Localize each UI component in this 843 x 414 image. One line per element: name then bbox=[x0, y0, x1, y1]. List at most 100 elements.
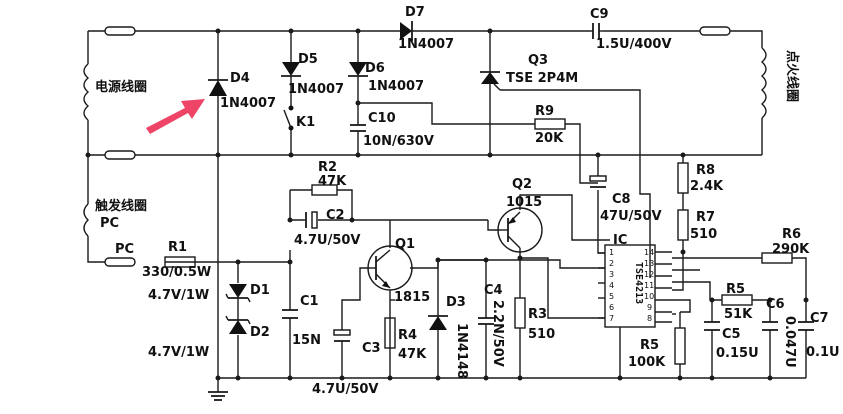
d3-value: 1N4148 bbox=[454, 323, 469, 379]
c9-ref: C9 bbox=[590, 7, 609, 22]
c2-value: 4.7U/50V bbox=[294, 233, 361, 248]
cap-c2 bbox=[304, 211, 318, 229]
resistor-r7 bbox=[677, 209, 689, 241]
zener-d2 bbox=[225, 315, 251, 334]
cap-c3 bbox=[333, 329, 351, 348]
c6-ref: C6 bbox=[766, 297, 785, 312]
ic-pin-2: 2 bbox=[609, 259, 614, 268]
ic-pin-1: 1 bbox=[609, 248, 614, 257]
c1-value: 15N bbox=[292, 333, 321, 348]
ignition-coil-label: 点火线圈 bbox=[784, 50, 800, 102]
r2-value: 47K bbox=[318, 174, 347, 189]
ic-pin-9: 9 bbox=[647, 303, 652, 312]
cap-c1 bbox=[282, 309, 298, 319]
r7-ref: R7 bbox=[696, 210, 715, 225]
q1-value: 1815 bbox=[394, 290, 430, 305]
ic-pin-6: 6 bbox=[609, 303, 614, 312]
r4-ref: R4 bbox=[398, 328, 417, 343]
r3-value: 510 bbox=[528, 327, 555, 342]
r1-ref: R1 bbox=[168, 240, 187, 255]
ic-pin-3: 3 bbox=[609, 270, 614, 279]
ignition-coil bbox=[760, 47, 767, 119]
resistor-r6 bbox=[761, 252, 793, 264]
ic-pin-13: 13 bbox=[644, 259, 654, 268]
r5b-value: 100K bbox=[628, 355, 666, 370]
c8-value: 47U/50V bbox=[600, 209, 662, 224]
resistor-r4 bbox=[384, 317, 396, 349]
r5a-ref: R5 bbox=[726, 282, 745, 297]
cap-c9 bbox=[590, 23, 603, 39]
r6-value: 290K bbox=[772, 242, 810, 257]
pc-label: PC bbox=[115, 242, 134, 257]
d4-value: 1N4007 bbox=[220, 96, 276, 111]
c10-ref: C10 bbox=[368, 111, 396, 126]
r3-ref: R3 bbox=[528, 307, 547, 322]
ic-pin-4: 4 bbox=[609, 281, 614, 290]
q3-ref: Q3 bbox=[528, 53, 548, 68]
diode-d5 bbox=[281, 62, 301, 77]
wiring bbox=[87, 30, 807, 392]
ic-pin-12: 12 bbox=[644, 270, 654, 279]
r8-ref: R8 bbox=[696, 163, 715, 178]
c1-ref: C1 bbox=[300, 294, 319, 309]
power-coil-label: 电源线圈 bbox=[95, 79, 147, 95]
r7-value: 510 bbox=[690, 227, 717, 242]
d5-ref: D5 bbox=[298, 52, 318, 67]
ic-left-pins bbox=[598, 252, 605, 319]
cap-c4 bbox=[478, 317, 494, 325]
d2-ref: D2 bbox=[250, 325, 270, 340]
d6-ref: D6 bbox=[365, 61, 385, 76]
c7-value: 0.1U bbox=[806, 345, 840, 360]
diode-d6 bbox=[348, 62, 368, 77]
trigger-coil-label: 触发线圈 bbox=[94, 198, 147, 214]
c4-ref: C4 bbox=[484, 283, 503, 298]
c3-value: 4.7U/50V bbox=[312, 382, 379, 397]
zener-d1 bbox=[225, 284, 251, 303]
diode-d7 bbox=[400, 21, 413, 41]
c8-ref: C8 bbox=[612, 192, 631, 207]
c10-value: 10N/630V bbox=[363, 134, 434, 149]
resistor-r8 bbox=[677, 162, 689, 194]
r2-ref: R2 bbox=[318, 160, 337, 175]
c7-ref: C7 bbox=[810, 311, 829, 326]
r1-value: 330/0.5W bbox=[142, 265, 211, 280]
connectors bbox=[104, 26, 731, 267]
ic-pin-14: 14 bbox=[644, 248, 654, 257]
r9-value: 20K bbox=[535, 131, 564, 146]
resistor-r5-100k bbox=[674, 327, 686, 365]
trigger-coil-pc-label: PC bbox=[100, 216, 119, 231]
power-coil bbox=[83, 63, 90, 121]
d4-ref: D4 bbox=[230, 71, 250, 86]
resistor-r3 bbox=[514, 297, 526, 329]
switch-k1 bbox=[283, 105, 294, 131]
cap-c10 bbox=[350, 124, 366, 132]
scr-q3 bbox=[480, 71, 501, 91]
c5-ref: C5 bbox=[722, 327, 741, 342]
q3-value: TSE 2P4M bbox=[506, 71, 578, 86]
ic-name: TSE4213 bbox=[633, 262, 644, 304]
labels: 电源线圈 触发线圈 PC PC 点火线圈 D4 1N4007 D5 1N4007… bbox=[94, 5, 840, 397]
resistor-r1 bbox=[164, 256, 196, 268]
q2-ref: Q2 bbox=[512, 177, 532, 192]
c6-value: 0.047U bbox=[782, 316, 797, 368]
d1-ref: D1 bbox=[250, 283, 270, 298]
ic-pin-10: 10 bbox=[644, 292, 654, 301]
d7-value: 1N4007 bbox=[398, 37, 454, 52]
c5-value: 0.15U bbox=[716, 346, 759, 361]
ic-pin-5: 5 bbox=[609, 292, 614, 301]
trigger-coil bbox=[83, 203, 89, 237]
r5b-ref: R5 bbox=[640, 338, 659, 353]
r9-ref: R9 bbox=[535, 104, 554, 119]
d5-value: 1N4007 bbox=[288, 82, 344, 97]
diode-d3 bbox=[428, 310, 448, 330]
junction-dots bbox=[85, 28, 809, 381]
cap-c7 bbox=[798, 321, 814, 331]
resistor-r9 bbox=[534, 118, 566, 130]
d1-value: 4.7V/1W bbox=[148, 288, 209, 303]
ground-symbol bbox=[208, 391, 228, 401]
c4-value: 2.2N/50V bbox=[490, 300, 505, 367]
r4-value: 47K bbox=[398, 347, 427, 362]
ic-pin-11: 11 bbox=[644, 281, 654, 290]
transistor-q1 bbox=[367, 245, 413, 291]
cap-c5 bbox=[704, 321, 720, 331]
